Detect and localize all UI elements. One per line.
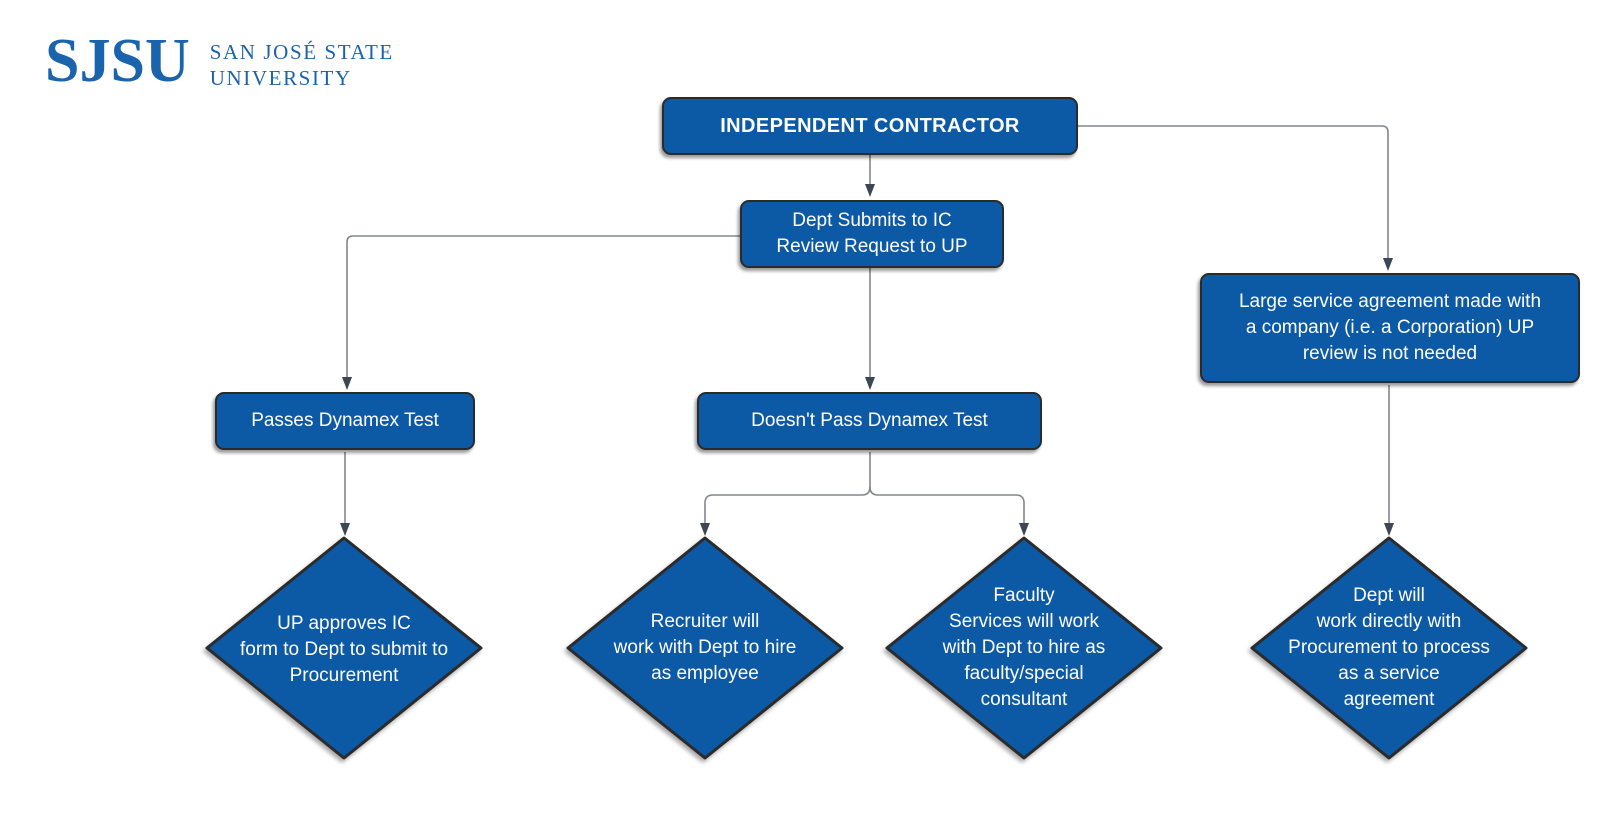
sjsu-logo: SJSU SAN JOSÉ STATE UNIVERSITY	[45, 30, 394, 92]
node-independent-contractor: INDEPENDENT CONTRACTOR	[662, 97, 1078, 155]
label-faculty-services: Faculty Services will work with Dept to …	[942, 585, 1106, 710]
label-recruiter-hire: Recruiter will work with Dept to hire as…	[613, 611, 797, 684]
diamond-recruiter-hire	[566, 536, 844, 760]
label-dept-procurement: Dept will work directly with Procurement…	[1288, 585, 1490, 710]
diamond-faculty-services	[885, 536, 1163, 760]
edge-doesnt-pass-to-faculty	[869, 486, 1029, 536]
node-passes-dynamex: Passes Dynamex Test	[215, 392, 475, 450]
edge-doesnt-pass-to-recruiter	[700, 486, 871, 536]
node-large-service-agreement: Large service agreement made with a comp…	[1200, 273, 1580, 383]
sjsu-logo-wordmark: SAN JOSÉ STATE UNIVERSITY	[209, 40, 394, 91]
label-up-approves: UP approves IC form to Dept to submit to…	[239, 613, 449, 686]
diamond-dept-procurement	[1250, 536, 1528, 760]
diamond-up-approves	[205, 536, 483, 760]
edge-dept-to-passes	[342, 235, 740, 390]
node-doesnt-pass-dynamex: Doesn't Pass Dynamex Test	[697, 392, 1042, 450]
edge-ic-to-large-service	[1078, 125, 1393, 271]
node-dept-submits: Dept Submits to IC Review Request to UP	[740, 200, 1004, 268]
sjsu-logo-acronym: SJSU	[45, 27, 190, 95]
